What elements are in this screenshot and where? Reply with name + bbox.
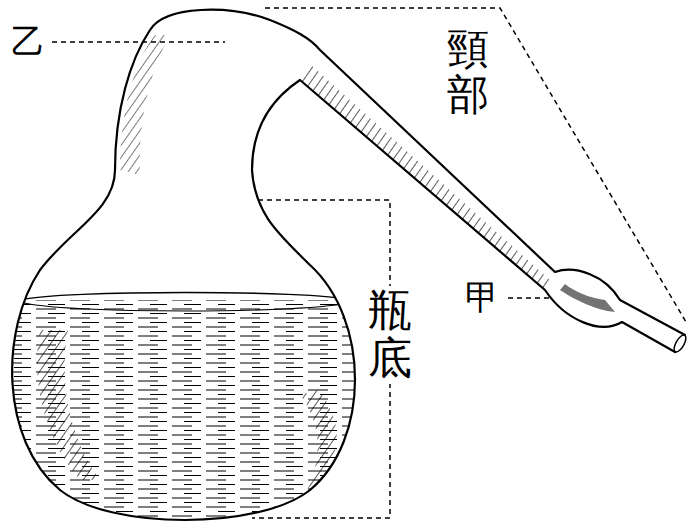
neck-bracket bbox=[265, 8, 686, 322]
tube-opening bbox=[672, 333, 688, 353]
leader-lines bbox=[52, 8, 686, 518]
flask-outline bbox=[12, 10, 685, 520]
leader-line bbox=[52, 41, 225, 43]
part-label: 瓶底 bbox=[366, 286, 414, 385]
part-label: 甲 bbox=[463, 278, 501, 317]
part-label: 頸部 bbox=[445, 25, 491, 119]
liquid bbox=[0, 35, 615, 524]
leader-line bbox=[508, 297, 550, 299]
part-label: 乙 bbox=[9, 22, 47, 61]
